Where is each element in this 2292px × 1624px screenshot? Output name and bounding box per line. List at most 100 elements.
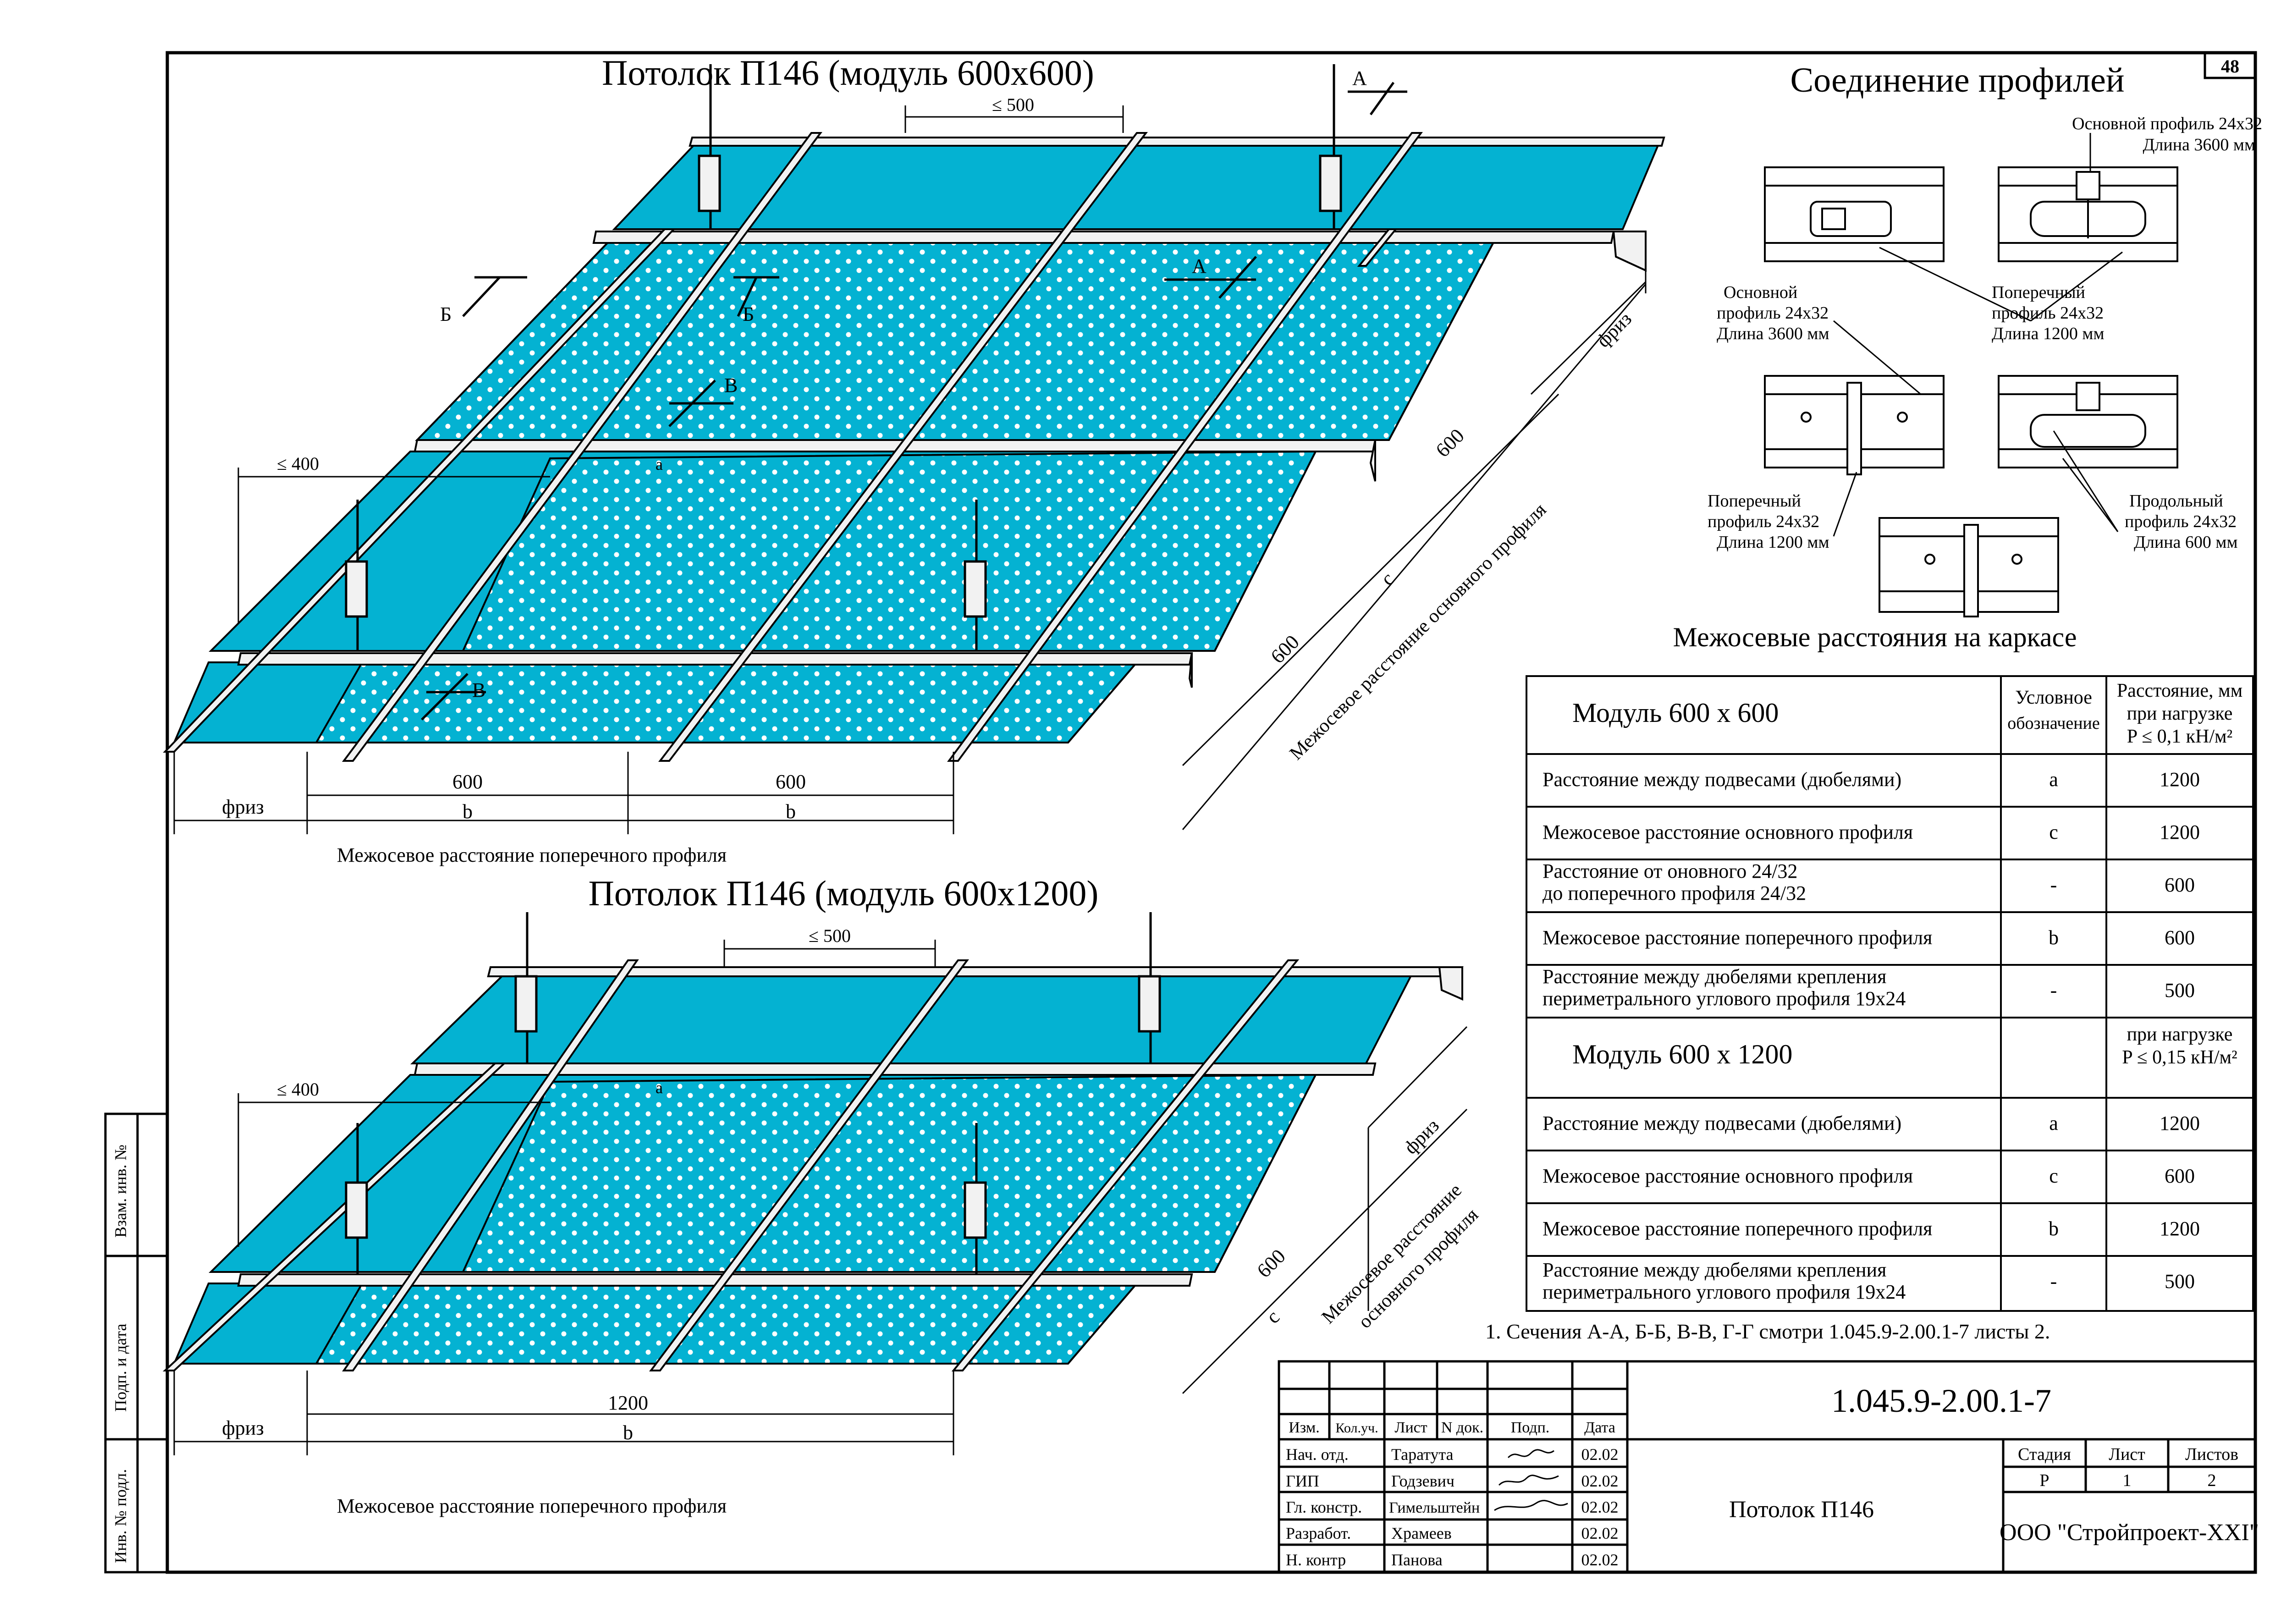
hangers-2 [345, 912, 1161, 1274]
dim-600-diag-upper: 600 [1431, 424, 1468, 462]
person-name: Годзевич [1391, 1472, 1455, 1490]
row-value: 1200 [2160, 1217, 2200, 1240]
row-name: до поперечного профиля 24/32 [1543, 882, 1806, 904]
row-symbol: - [2050, 979, 2057, 1002]
doc-name: Потолок П146 [1729, 1497, 1874, 1523]
row-symbol: - [2050, 1270, 2057, 1293]
row-name: Расстояние от оновного 24/32 [1543, 860, 1797, 882]
table-col-dist-2: при нагрузке [2127, 703, 2233, 724]
main-profiles [237, 137, 1665, 688]
row-name: Расстояние между дюбелями крепления [1543, 965, 1886, 988]
dim-600-diag-lower: 600 [1266, 631, 1303, 668]
b-2: b [623, 1421, 633, 1444]
label-cross-mid-3: Длина 1200 мм [1992, 324, 2105, 343]
ceiling-diagram-600x600: Потолок П146 (модуль 600х600) [163, 53, 1665, 866]
section-markers [421, 82, 1407, 721]
table-col-dist-1: Расстояние, мм [2117, 680, 2242, 701]
stage-val-list: 1 [2123, 1471, 2132, 1490]
side-stamp-inv: Инв. № подл. [111, 1469, 130, 1563]
hdr-data: Дата [1584, 1419, 1615, 1436]
cross-profile-spacing: Межосевое расстояние поперечного профиля [337, 844, 727, 866]
label-main-left-3: Длина 3600 мм [1717, 324, 1829, 343]
role: Н. контр [1286, 1551, 1346, 1569]
label-a: a [656, 455, 663, 473]
main-profiles-2 [237, 966, 1464, 1287]
dim-400: ≤ 400 [277, 453, 319, 474]
row-value: 1200 [2160, 1112, 2200, 1134]
table-row: Расстояние между дюбелями крепления пери… [1543, 1259, 2195, 1303]
spacing-table-title: Межосевые расстояния на каркасе [1673, 622, 2077, 652]
section-v-low: В [472, 679, 485, 701]
row-name: периметрального углового профиля 19х24 [1543, 987, 1906, 1010]
title-block-people: Нач. отд. Таратута 02.02 ГИП Годзевич 02… [1286, 1445, 1619, 1569]
table-row: Расстояние между подвесами (дюбелями) a … [1543, 1112, 2200, 1134]
row-name: Расстояние между подвесами (дюбелями) [1543, 1112, 1901, 1134]
cross-profile-spacing-2: Межосевое расстояние поперечного профиля [337, 1495, 727, 1517]
outer-frame [165, 51, 2257, 1574]
row-value: 1200 [2160, 821, 2200, 843]
label-cross-mid-1: Поперечный [1992, 283, 2085, 302]
diagram2-title: Потолок П146 (модуль 600х1200) [589, 873, 1099, 913]
row-symbol: b [2049, 926, 2059, 949]
table-row: Расстояние между подвесами (дюбелями) a … [1543, 768, 2200, 791]
label-main-left-1: Основной [1724, 283, 1797, 302]
dim-600-2: 600 [1252, 1245, 1289, 1282]
dim-500-2: ≤ 500 [809, 925, 851, 946]
table-row: Межосевое расстояние поперечного профиля… [1543, 1217, 2200, 1240]
hdr-podp: Подп. [1511, 1419, 1550, 1436]
diagram1-title: Потолок П146 (модуль 600х600) [602, 53, 1094, 93]
row-value: 500 [2165, 1270, 2195, 1293]
table-row: Межосевое расстояние основного профиля c… [1543, 821, 2200, 843]
side-stamp-vzam: Взам. инв. № [111, 1145, 130, 1238]
label-main-top-2: Длина 3600 мм [2143, 135, 2255, 154]
label-cross-bot-3: Длина 1200 мм [1717, 533, 1829, 552]
dim-600-left: 600 [452, 771, 483, 793]
row-value: 600 [2165, 874, 2195, 896]
org-name: ООО "Стройпроект-XXI" [2000, 1519, 2259, 1546]
hdr-list: Лист [1394, 1419, 1427, 1436]
section-b-mid: Б [743, 303, 754, 325]
table-module-1: Модуль 600 х 600 [1572, 698, 1779, 728]
label-main-left-2: профиль 24х32 [1717, 303, 1829, 323]
person-name: Гимельштейн [1389, 1499, 1480, 1516]
person-name: Таратута [1391, 1445, 1454, 1464]
row-symbol: c [2049, 1165, 2058, 1187]
title-block-grid [1278, 1360, 2257, 1574]
row-name: Межосевое расстояние поперечного профиля [1543, 1217, 1932, 1240]
signatures [1494, 1449, 1568, 1511]
section-a-mid: А [1192, 255, 1207, 277]
b-right: b [786, 800, 796, 823]
stage-hdr-stage: Стадия [2018, 1445, 2071, 1464]
cross-profiles [163, 132, 1423, 762]
side-stamp [104, 1112, 169, 1574]
date: 02.02 [1581, 1551, 1619, 1569]
dim-600-right: 600 [776, 771, 806, 793]
row-symbol: - [2050, 874, 2057, 896]
stage-hdr-list: Лист [2109, 1445, 2145, 1464]
date: 02.02 [1581, 1445, 1619, 1464]
row-name: периметрального углового профиля 19х24 [1543, 1281, 1906, 1303]
person-name: Храмеев [1391, 1524, 1452, 1542]
side-stamp-podp: Подп. и дата [111, 1324, 130, 1412]
doc-code: 1.045.9-2.00.1-7 [1831, 1382, 2051, 1419]
connection-drawings [1764, 166, 2178, 617]
section-b-left: Б [440, 303, 452, 325]
table-col-dist-3: P ≤ 0,1 кН/м² [2127, 726, 2232, 747]
panel-grid-2 [172, 973, 1414, 1365]
label-cross-bot-2: профиль 24х32 [1708, 512, 1819, 531]
table-col-symbol-1: Условное [2015, 687, 2092, 708]
dimension-lines-2 [173, 940, 1468, 1455]
label-long-1: Продольный [2129, 491, 2223, 511]
ceiling-diagram-600x1200: Потолок П146 (модуль 600х1200) [162, 873, 1482, 1517]
section-a-top: А [1352, 67, 1367, 89]
leader-lines [1833, 133, 2123, 537]
friz-label-2: фриз [222, 1417, 264, 1439]
dim-1200: 1200 [608, 1392, 648, 1414]
hdr-ndok: N док. [1441, 1419, 1483, 1436]
row-value: 600 [2165, 1165, 2195, 1187]
label-cross-bot-1: Поперечный [1708, 491, 1801, 511]
dim-500: ≤ 500 [992, 94, 1034, 115]
row-value: 500 [2165, 979, 2195, 1002]
stage-hdr-listov: Листов [2185, 1445, 2238, 1464]
